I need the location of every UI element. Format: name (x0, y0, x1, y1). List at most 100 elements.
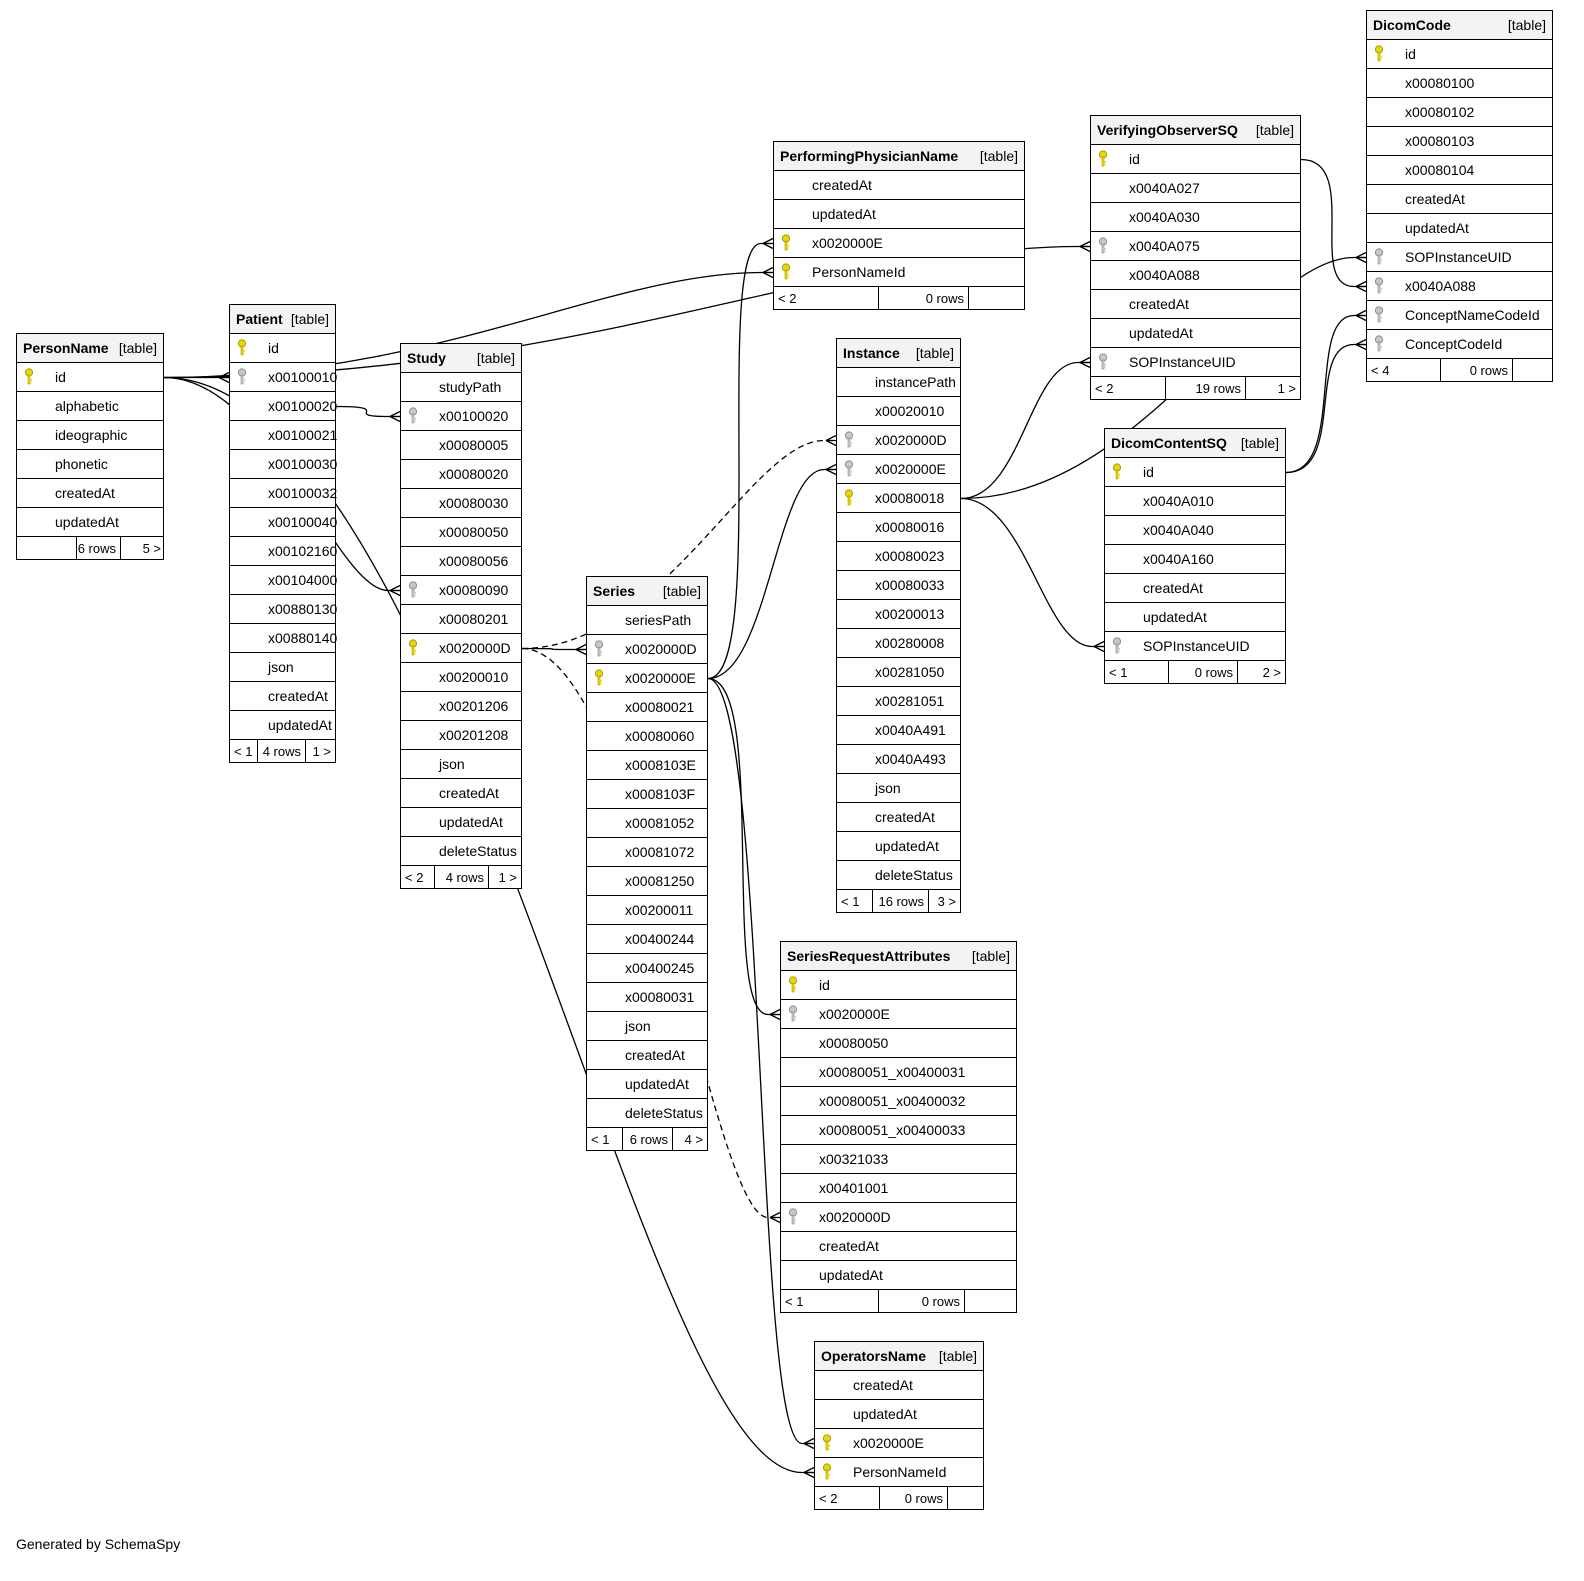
parents-link[interactable] (17, 537, 77, 559)
table-name[interactable]: Series (593, 583, 636, 599)
table-header[interactable]: DicomCode[table] (1367, 11, 1552, 40)
column-row[interactable]: deleteStatus (837, 861, 960, 890)
children-link[interactable]: 1 > (498, 869, 517, 885)
column-row[interactable]: x00880140 (230, 624, 337, 653)
column-row[interactable]: deleteStatus (587, 1099, 707, 1128)
table-name[interactable]: OperatorsName (821, 1348, 927, 1364)
table-name[interactable]: Patient (236, 311, 283, 327)
parents-link[interactable]: < 2 (1091, 377, 1166, 399)
column-row[interactable]: x00200011 (587, 896, 707, 925)
column-row[interactable]: ConceptCodeId (1367, 330, 1552, 359)
table-header[interactable]: Study[table] (401, 344, 521, 373)
column-row[interactable]: x00081250 (587, 867, 707, 896)
column-row[interactable]: x00401001 (781, 1174, 1016, 1203)
column-row[interactable]: ideographic (17, 421, 163, 450)
column-row[interactable]: PersonNameId (815, 1458, 983, 1487)
children-link[interactable] (948, 1487, 983, 1509)
column-row[interactable]: x00201206 (401, 692, 521, 721)
column-row[interactable]: x0040A088 (1091, 261, 1300, 290)
column-row[interactable]: x0020000D (401, 634, 521, 663)
column-row[interactable]: x00321033 (781, 1145, 1016, 1174)
parents-link[interactable]: < 4 (1367, 359, 1441, 381)
column-row[interactable]: id (230, 334, 335, 363)
column-row[interactable]: x00080050 (401, 518, 521, 547)
column-row[interactable]: x0040A010 (1105, 487, 1285, 516)
children-link[interactable] (1513, 359, 1552, 381)
column-row[interactable]: ConceptNameCodeId (1367, 301, 1552, 330)
parents-link[interactable]: < 1 (781, 1290, 879, 1312)
column-row[interactable]: json (230, 653, 335, 682)
column-row[interactable]: x00400244 (587, 925, 707, 954)
column-row[interactable]: x00100020 (401, 402, 521, 431)
parents-link[interactable]: < 2 (815, 1487, 880, 1509)
table-name[interactable]: Instance (843, 345, 900, 361)
column-row[interactable]: updatedAt (781, 1261, 1016, 1290)
column-row[interactable]: x00080016 (837, 513, 960, 542)
column-row[interactable]: id (1105, 458, 1285, 487)
column-row[interactable]: x00080104 (1367, 156, 1552, 185)
column-row[interactable]: seriesPath (587, 606, 707, 635)
column-row[interactable]: x00081052 (587, 809, 707, 838)
column-row[interactable]: PersonNameId (774, 258, 1024, 287)
table-header[interactable]: Series[table] (587, 577, 707, 606)
children-link[interactable]: 3 > (937, 893, 956, 909)
column-row[interactable]: x0040A030 (1091, 203, 1300, 232)
column-row[interactable]: createdAt (401, 779, 521, 808)
parents-link[interactable]: < 1 (230, 740, 258, 762)
column-row[interactable]: x00080060 (587, 722, 707, 751)
column-row[interactable]: x00080201 (401, 605, 521, 634)
column-row[interactable]: x0040A491 (837, 716, 960, 745)
column-row[interactable]: x00281050 (837, 658, 960, 687)
column-row[interactable]: json (587, 1012, 707, 1041)
column-row[interactable]: x0020000E (774, 229, 1024, 258)
column-row[interactable]: updatedAt (837, 832, 960, 861)
column-row[interactable]: x00200010 (401, 663, 521, 692)
table-header[interactable]: DicomContentSQ[table] (1105, 429, 1285, 458)
column-row[interactable]: x00080102 (1367, 98, 1552, 127)
column-row[interactable]: x00080090 (401, 576, 521, 605)
table-header[interactable]: SeriesRequestAttributes[table] (781, 942, 1016, 971)
column-row[interactable]: x00100030 (230, 450, 337, 479)
column-row[interactable]: x00080050 (781, 1029, 1016, 1058)
column-row[interactable]: x0040A493 (837, 745, 960, 774)
column-row[interactable]: studyPath (401, 373, 521, 402)
column-row[interactable]: x00080051_x00400033 (781, 1116, 1016, 1145)
column-row[interactable]: json (401, 750, 521, 779)
column-row[interactable]: createdAt (815, 1371, 983, 1400)
column-row[interactable]: x00081072 (587, 838, 707, 867)
column-row[interactable]: createdAt (587, 1041, 707, 1070)
column-row[interactable]: x00102160 (230, 537, 337, 566)
table-name[interactable]: DicomContentSQ (1111, 435, 1227, 451)
column-row[interactable]: x0020000E (815, 1429, 983, 1458)
column-row[interactable]: updatedAt (230, 711, 335, 740)
column-row[interactable]: updatedAt (401, 808, 521, 837)
table-name[interactable]: DicomCode (1373, 17, 1451, 33)
column-row[interactable]: updatedAt (774, 200, 1024, 229)
children-link[interactable]: 1 > (1277, 380, 1296, 396)
column-row[interactable]: instancePath (837, 368, 960, 397)
column-row[interactable]: x00080051_x00400032 (781, 1087, 1016, 1116)
column-row[interactable]: x00880130 (230, 595, 337, 624)
column-row[interactable]: x00280008 (837, 629, 960, 658)
column-row[interactable]: createdAt (17, 479, 163, 508)
column-row[interactable]: createdAt (837, 803, 960, 832)
column-row[interactable]: x00080031 (587, 983, 707, 1012)
column-row[interactable]: x00080005 (401, 431, 521, 460)
column-row[interactable]: x00080023 (837, 542, 960, 571)
column-row[interactable]: updatedAt (1091, 319, 1300, 348)
column-row[interactable]: x00201208 (401, 721, 521, 750)
column-row[interactable]: x00080103 (1367, 127, 1552, 156)
parents-link[interactable]: < 2 (774, 287, 879, 309)
children-link[interactable]: 1 > (312, 743, 331, 759)
column-row[interactable]: x0008103F (587, 780, 707, 809)
column-row[interactable]: x00080030 (401, 489, 521, 518)
column-row[interactable]: x00080100 (1367, 69, 1552, 98)
